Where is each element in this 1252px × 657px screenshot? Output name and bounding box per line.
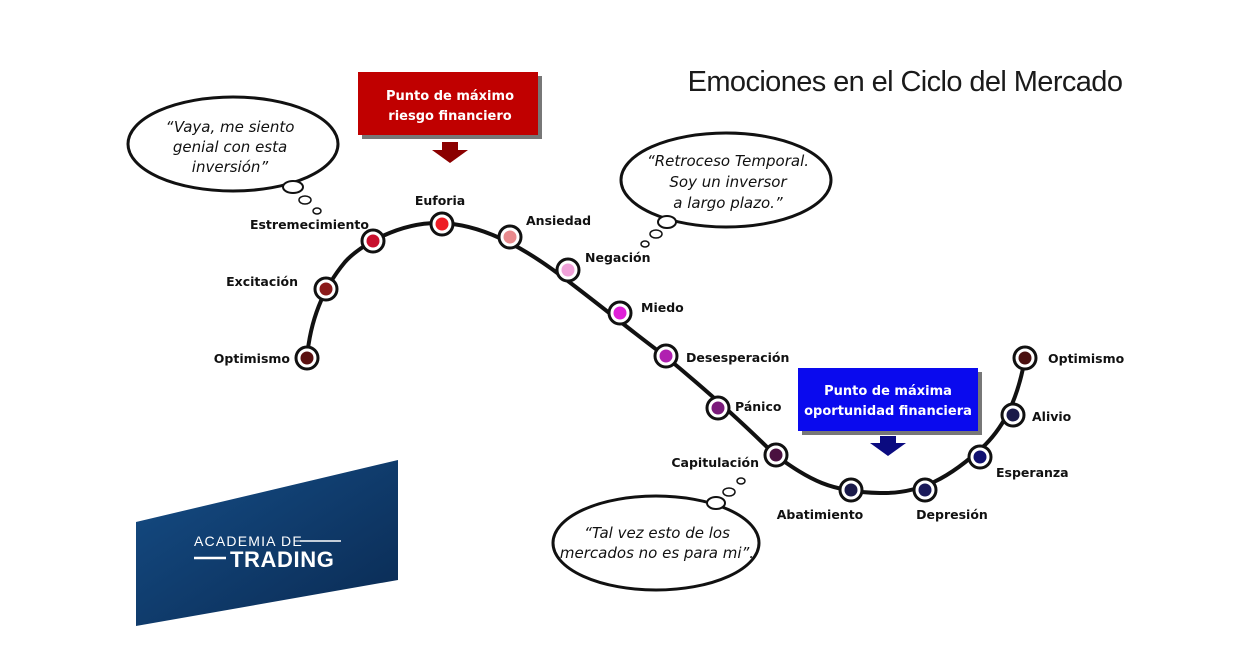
stage-marker [918,483,932,497]
stage-label: Desesperación [686,350,789,365]
stage-marker [973,450,987,464]
stage-marker [319,282,333,296]
thought-bubble-line: genial con esta [173,138,287,156]
stage-label: Alivio [1032,409,1072,424]
stage-label: Capitulación [671,455,759,470]
stage-point: Euforia [415,193,465,237]
stage-point: Estremecimiento [250,217,386,254]
stage-marker [1006,408,1020,422]
stage-marker [366,234,380,248]
thought-bubble: “Vaya, me siento genial con esta inversi… [126,95,340,215]
risk-callout: Punto de máximo riesgo financiero [358,72,542,163]
stage-marker [503,230,517,244]
thought-bubble: “Tal vez esto de los mercados no es para… [551,477,761,592]
stage-point: Miedo [607,300,684,326]
thought-bubble-line: a largo plazo.” [673,194,783,212]
stage-label: Abatimiento [777,507,864,522]
down-arrow-icon [432,142,468,163]
opportunity-callout-box [798,368,978,431]
stage-label: Negación [585,250,651,265]
brand-top-text: ACADEMIA DE [194,533,303,549]
stage-marker [613,306,627,320]
stage-label: Pánico [735,399,782,414]
thought-bubble-line: mercados no es para mi”. [560,544,754,562]
stage-label: Optimismo [1048,351,1125,366]
thought-bubble-line: Soy un inversor [669,173,787,191]
stage-label: Ansiedad [526,213,591,228]
thought-bubble-line: “Vaya, me siento [166,118,295,136]
stage-point: Capitulación [671,442,789,470]
stage-label: Optimismo [214,351,291,366]
stage-label: Excitación [226,274,298,289]
stage-point: Excitación [226,274,339,302]
stage-marker [769,448,783,462]
stage-point: Ansiedad [497,213,591,250]
stage-point: Alivio [1000,402,1072,428]
thought-bubble: “Retroceso Temporal. Soy un inversor a l… [619,131,833,248]
down-arrow-icon [870,436,906,456]
stage-point: Depresión [912,477,988,522]
stage-point: Desesperación [653,343,789,369]
stage-marker [435,217,449,231]
stage-label: Estremecimiento [250,217,369,232]
stage-label: Depresión [916,507,988,522]
brand-panel [136,460,398,626]
stage-point: Negación [555,250,651,283]
stage-point: Optimismo [214,345,320,371]
stage-marker [1018,351,1032,365]
risk-callout-line-2: riesgo financiero [388,109,511,124]
stages-layer: Optimismo Excitación Estremecimiento Eufori… [214,193,1125,522]
stage-label: Miedo [641,300,684,315]
brand-logo: ACADEMIA DE TRADING [136,460,398,626]
stage-point: Optimismo [1012,345,1125,371]
thought-bubble-line: “Tal vez esto de los [584,524,730,542]
thought-bubble-line: “Retroceso Temporal. [647,152,809,170]
opportunity-callout-line-1: Punto de máxima [824,384,952,399]
risk-callout-box [358,72,538,135]
stage-label: Euforia [415,193,465,208]
stage-marker [844,483,858,497]
stage-marker [711,401,725,415]
stage-point: Esperanza [967,444,1069,480]
opportunity-callout-line-2: oportunidad financiera [804,404,972,419]
stage-point: Abatimiento [777,477,864,522]
brand-main-text: TRADING [230,547,334,572]
risk-callout-line-1: Punto de máximo [386,89,514,104]
thought-bubble-line: inversión” [192,158,269,176]
stage-label: Esperanza [996,465,1069,480]
stage-marker [659,349,673,363]
page-title: Emociones en el Ciclo del Mercado [688,66,1123,98]
stage-point: Pánico [705,395,782,421]
stage-marker [561,263,575,277]
opportunity-callout: Punto de máxima oportunidad financiera [798,368,982,456]
stage-marker [300,351,314,365]
